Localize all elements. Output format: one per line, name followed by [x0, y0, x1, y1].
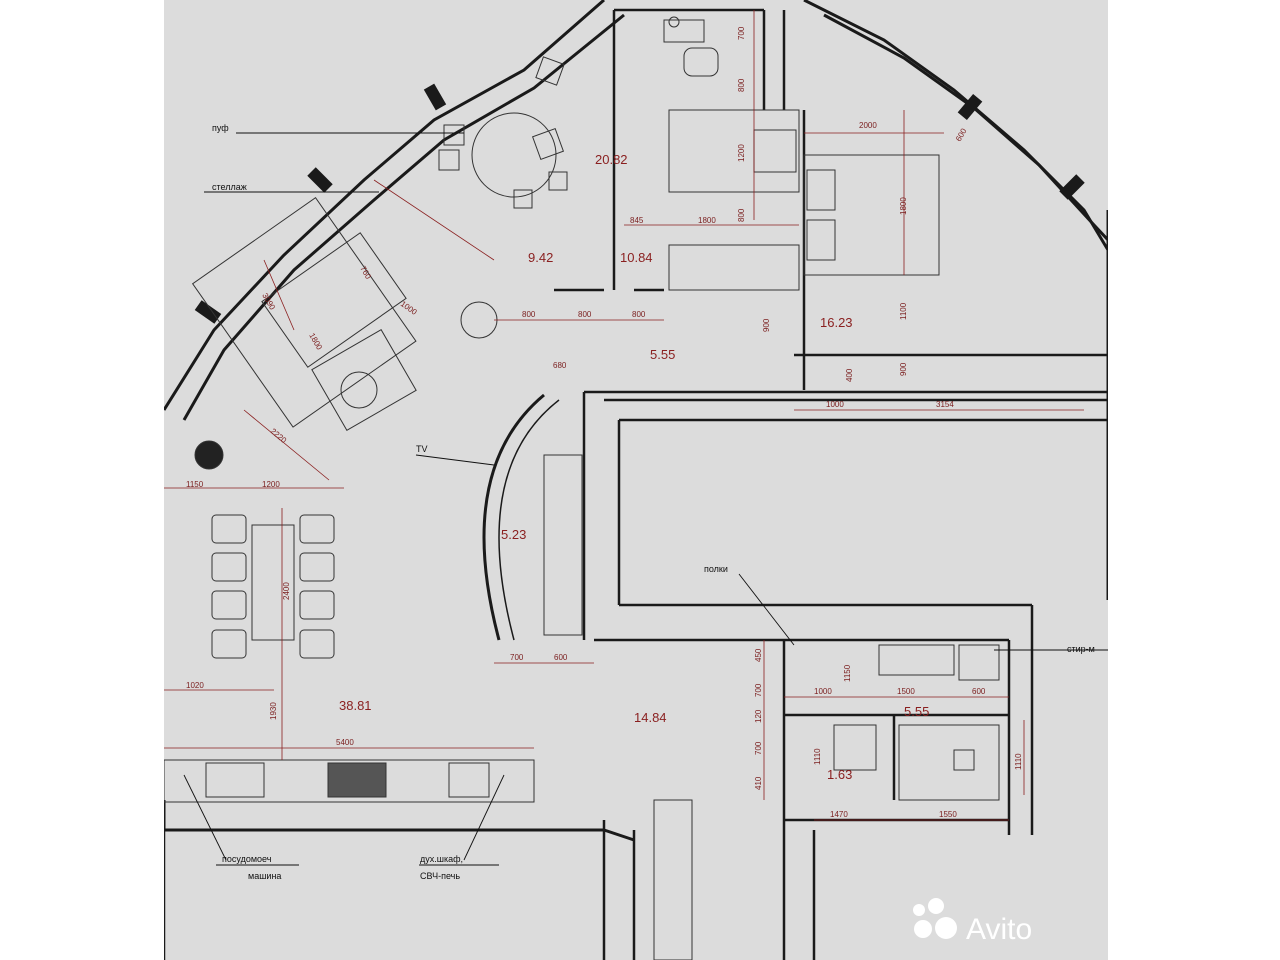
dimension-label: 700 — [754, 683, 763, 697]
dimension-label: 410 — [754, 776, 763, 790]
room-areas: 20.82 9.42 10.84 16.23 5.55 5.23 38.81 1… — [339, 152, 929, 782]
label-puf: пуф — [212, 123, 229, 133]
dimension-label: 1110 — [813, 748, 822, 765]
dimension-label: 3154 — [936, 400, 954, 409]
leader-lines — [183, 132, 1108, 866]
dimension-label: 1800 — [899, 197, 908, 215]
dimension-label: 700 — [754, 741, 763, 755]
dimension-label: 600 — [972, 687, 986, 696]
room-area: 5.55 — [650, 347, 675, 362]
furniture — [163, 16, 1000, 960]
floor-plan: 20.82 9.42 10.84 16.23 5.55 5.23 38.81 1… — [162, 0, 1110, 960]
avito-logo-icon — [913, 898, 957, 939]
label-oven: СВЧ-печь — [420, 871, 460, 881]
dimension-label: 1500 — [897, 687, 915, 696]
dimension-label: 700 — [737, 26, 746, 40]
dimension-label: 845 — [630, 216, 644, 225]
dimension-label: 5400 — [336, 738, 354, 747]
dimension-label: 600 — [954, 126, 969, 143]
room-area: 14.84 — [634, 710, 667, 725]
dimension-label: 1800 — [307, 332, 324, 352]
dimension-label: 1930 — [269, 702, 278, 720]
room-area: 10.84 — [620, 250, 653, 265]
interior-walls — [162, 8, 1108, 960]
dimension-label: 600 — [554, 653, 568, 662]
label-dishwasher: посудомоеч — [222, 854, 272, 864]
dimension-label: 1110 — [1014, 753, 1023, 770]
dimension-label: 760 — [358, 265, 373, 282]
dimension-label: 1150 — [843, 664, 852, 682]
label-shelves: полки — [704, 564, 728, 574]
curved-wall — [482, 393, 545, 641]
watermark-text: Avito — [966, 913, 1032, 946]
label-oven: дух.шкаф, — [420, 854, 463, 864]
dimension-label: 800 — [737, 208, 746, 222]
dimension-label: 1200 — [262, 480, 280, 489]
dimension-label: 1150 — [186, 480, 204, 489]
dimension-lines — [164, 10, 1084, 821]
dimension-label: 1000 — [826, 400, 844, 409]
dimension-label: 2220 — [269, 427, 289, 446]
room-area: 20.82 — [595, 152, 628, 167]
dimension-label: 1800 — [698, 216, 716, 225]
dimension-label: 3090 — [260, 292, 277, 312]
room-area: 16.23 — [820, 315, 853, 330]
annotations: пуф стеллаж TV полки стир-м посудомоеч м… — [212, 123, 1095, 881]
floor-plan-drawing: 20.82 9.42 10.84 16.23 5.55 5.23 38.81 1… — [162, 0, 1110, 960]
wall-piers — [194, 83, 1085, 324]
label-washer: стир-м — [1067, 644, 1095, 654]
label-dishwasher: машина — [248, 871, 281, 881]
dimension-label: 1200 — [737, 144, 746, 162]
dimension-label: 900 — [762, 318, 771, 332]
dimension-label: 120 — [754, 709, 763, 723]
room-area: 9.42 — [528, 250, 553, 265]
dimension-label: 1000 — [814, 687, 832, 696]
dimension-label: 1550 — [939, 810, 957, 819]
dimension-label: 2400 — [282, 582, 291, 600]
dimension-label: 900 — [899, 362, 908, 376]
dimension-label: 1000 — [399, 299, 419, 317]
dimension-label: 800 — [737, 78, 746, 92]
dimension-labels: 2000 700 800 1200 800 1800 845 1800 3090… — [186, 26, 1023, 819]
dimension-label: 680 — [553, 361, 567, 370]
dimension-label: 1020 — [186, 681, 204, 690]
room-area: 38.81 — [339, 698, 372, 713]
dimension-label: 800 — [632, 310, 646, 319]
dimension-label: 1100 — [899, 302, 908, 320]
dimension-label: 800 — [522, 310, 536, 319]
dimension-label: 800 — [578, 310, 592, 319]
dimension-label: 450 — [754, 648, 763, 662]
avito-watermark: Avito — [913, 898, 1032, 946]
dimension-label: 1470 — [830, 810, 848, 819]
dimension-label: 2000 — [859, 121, 877, 130]
room-area: 5.23 — [501, 527, 526, 542]
label-tv: TV — [416, 444, 428, 454]
room-area: 1.63 — [827, 767, 852, 782]
dimension-label: 700 — [510, 653, 524, 662]
dimension-label: 400 — [845, 368, 854, 382]
label-shelving: стеллаж — [212, 182, 247, 192]
room-area: 5.55 — [904, 704, 929, 719]
